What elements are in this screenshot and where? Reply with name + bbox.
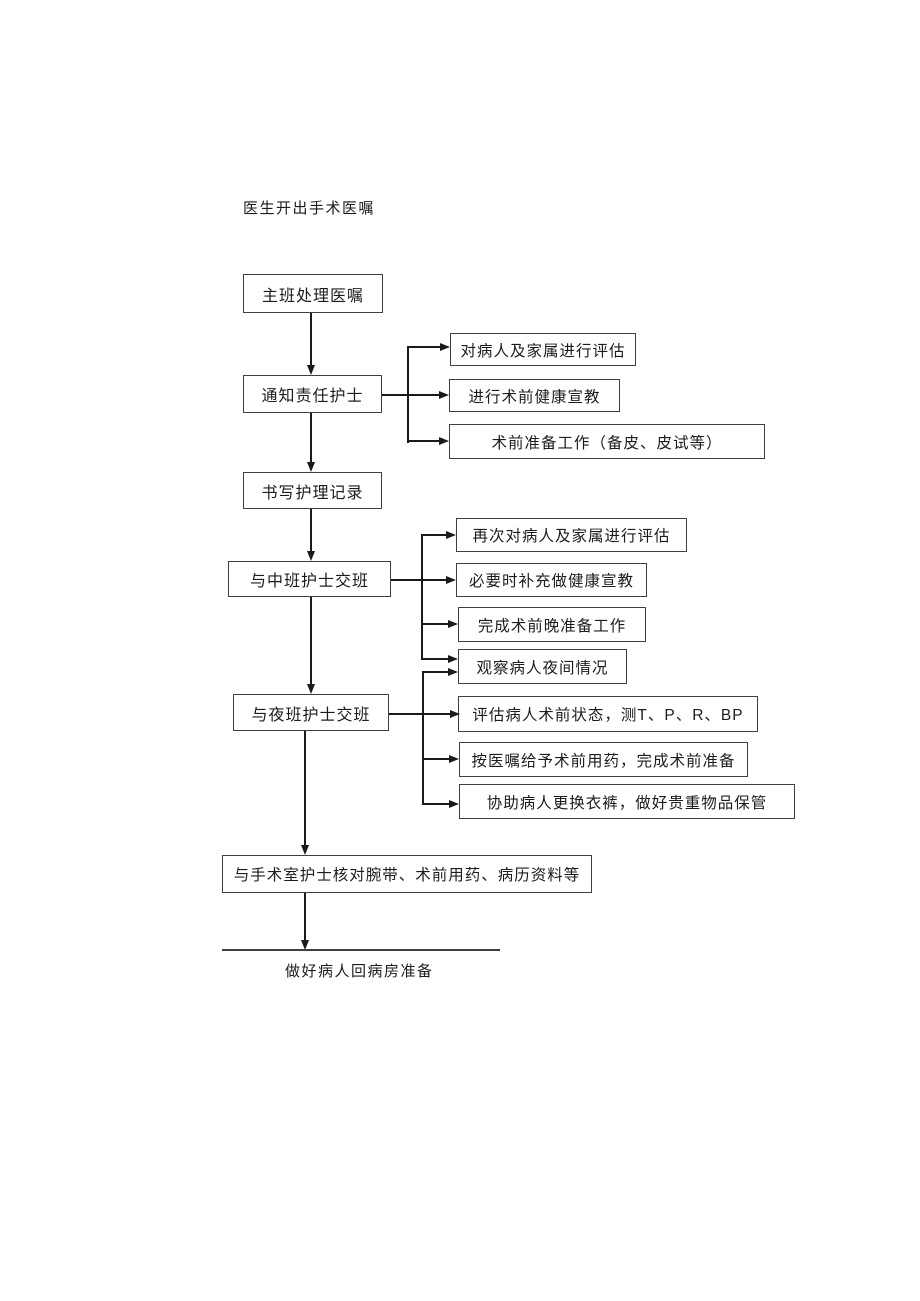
flow-node-preop-preparation: 术前准备工作（备皮、皮试等） (449, 424, 765, 459)
connector-midshift-0 (422, 534, 446, 536)
connector-notify-2 (408, 440, 439, 442)
arrow-down-icon (306, 551, 315, 561)
flow-node-label: 按医嘱给予术前用药，完成术前准备 (471, 752, 736, 770)
flow-node-label: 书写护理记录 (261, 484, 364, 502)
flow-node-label: 与手术室护士核对腕带、术前用药、病历资料等 (233, 867, 581, 884)
connector-nightshift-1 (389, 713, 450, 715)
flow-node-observe-night-condition: 观察病人夜间情况 (458, 649, 627, 684)
flow-node-label: 通知责任护士 (261, 388, 364, 405)
flow-line-main-0 (310, 313, 312, 365)
flow-node-supplement-education: 必要时补充做健康宣教 (456, 563, 647, 597)
flow-line-main-2 (310, 509, 312, 551)
arrow-right-icon (448, 619, 458, 628)
flow-node-or-verification: 与手术室护士核对腕带、术前用药、病历资料等 (222, 855, 592, 893)
flow-line-main-1 (310, 413, 312, 462)
flow-node-label: 必要时补充做健康宣教 (468, 573, 634, 590)
arrow-down-icon (306, 684, 315, 694)
arrow-down-icon (300, 940, 309, 950)
arrow-down-icon (306, 462, 315, 472)
arrow-right-icon (440, 342, 450, 351)
connector-midshift-branch (421, 534, 423, 660)
flow-node-complete-evening-prep: 完成术前晚准备工作 (458, 607, 646, 642)
flow-line-main-3 (310, 597, 312, 684)
flow-node-main-shift: 主班处理医嘱 (243, 274, 383, 313)
flow-node-assess-preop-state: 评估病人术前状态，测T、P、R、BP (458, 696, 758, 732)
flow-node-label: 主班处理医嘱 (261, 287, 364, 305)
arrow-right-icon (449, 799, 459, 808)
arrow-down-icon (306, 365, 315, 375)
arrow-right-icon (449, 754, 459, 763)
connector-midshift-3 (422, 658, 448, 660)
flow-node-label: 完成术前晚准备工作 (477, 617, 627, 635)
flow-node-label: 再次对病人及家属进行评估 (472, 528, 671, 545)
flow-node-assess-patient-family: 对病人及家属进行评估 (450, 333, 636, 366)
arrow-down-icon (300, 845, 309, 855)
flow-node-label: 与夜班护士交班 (251, 706, 371, 724)
arrow-right-icon (439, 436, 449, 445)
flow-node-label: 观察病人夜间情况 (476, 659, 609, 677)
connector-midshift-1 (391, 579, 446, 581)
arrow-right-icon (450, 709, 460, 718)
flow-node-preop-education: 进行术前健康宣教 (449, 379, 620, 412)
flow-node-night-shift-handover: 与夜班护士交班 (233, 694, 389, 731)
flow-start-label: 医生开出手术医嘱 (243, 200, 376, 217)
connector-midshift-2 (422, 623, 448, 625)
flow-node-notify-nurse: 通知责任护士 (243, 375, 382, 413)
flow-node-label: 对病人及家属进行评估 (460, 342, 626, 360)
flow-node-label: 与中班护士交班 (249, 573, 369, 590)
flow-node-label: 术前准备工作（备皮、皮试等） (491, 434, 723, 452)
flow-line-main-5 (304, 893, 306, 940)
flow-node-nursing-record: 书写护理记录 (243, 472, 382, 509)
flow-node-change-clothes-valuables: 协助病人更换衣裤，做好贵重物品保管 (459, 784, 795, 819)
flow-end-line (222, 949, 500, 951)
arrow-right-icon (446, 530, 456, 539)
connector-nightshift-2 (423, 758, 449, 760)
flow-node-label: 进行术前健康宣教 (468, 388, 601, 406)
connector-notify-0 (408, 346, 440, 348)
flow-line-main-4 (304, 731, 306, 845)
flow-node-label: 评估病人术前状态，测T、P、R、BP (472, 707, 744, 724)
flow-node-preop-medication: 按医嘱给予术前用药，完成术前准备 (459, 742, 748, 777)
arrow-right-icon (446, 575, 456, 584)
arrow-right-icon (448, 654, 458, 663)
flow-node-mid-shift-handover: 与中班护士交班 (228, 561, 391, 597)
flow-end-label: 做好病人回病房准备 (285, 963, 434, 980)
connector-notify-1 (382, 394, 439, 396)
connector-nightshift-3 (423, 803, 449, 805)
arrow-right-icon (439, 390, 449, 399)
connector-nightshift-branch (422, 671, 424, 805)
arrow-right-icon (448, 667, 458, 676)
flow-node-label: 协助病人更换衣裤，做好贵重物品保管 (486, 794, 768, 812)
flow-node-reassess-patient-family: 再次对病人及家属进行评估 (456, 518, 687, 552)
connector-nightshift-0 (423, 671, 448, 673)
